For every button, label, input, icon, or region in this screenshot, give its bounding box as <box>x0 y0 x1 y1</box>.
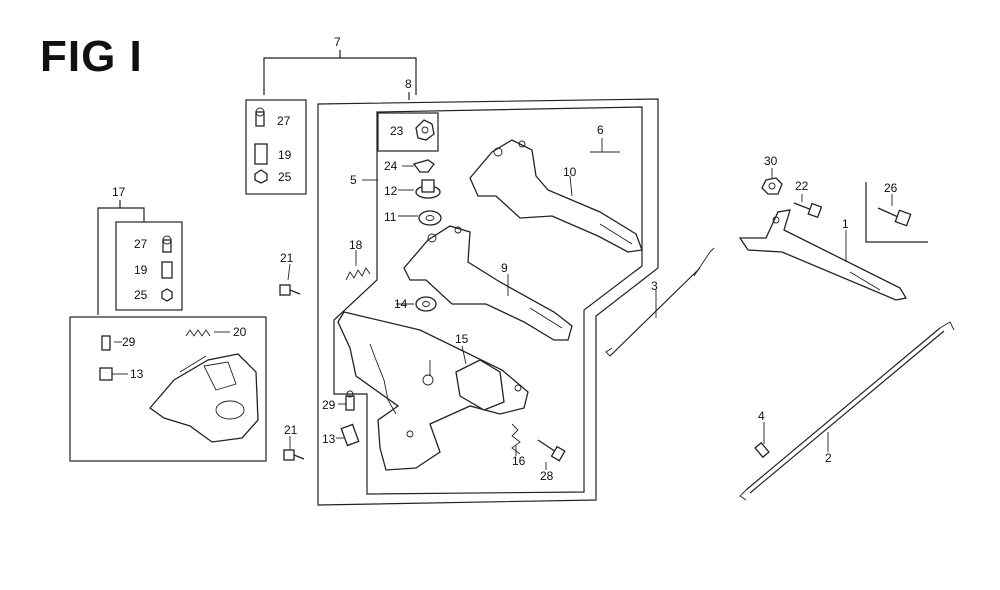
callout-20-sub: 20 <box>233 325 247 339</box>
callout-19-group7: 19 <box>278 148 292 162</box>
part-28-bolt <box>537 439 566 462</box>
callout-29-sub: 29 <box>122 335 136 349</box>
part-15-bracket <box>337 311 529 471</box>
callout-16: 16 <box>512 454 526 468</box>
part-9-lever <box>403 225 573 341</box>
part-19-spacer-group17 <box>161 261 173 279</box>
part-1-arm <box>738 209 908 301</box>
callout-29-main: 29 <box>322 398 336 412</box>
callout-17: 17 <box>112 185 126 199</box>
part-3-rod <box>605 247 715 357</box>
part-13-clip <box>340 423 360 447</box>
callout-7: 7 <box>334 35 341 49</box>
callout-9: 9 <box>501 261 508 275</box>
callout-5: 5 <box>350 173 357 187</box>
callout-2: 2 <box>825 451 832 465</box>
part-18-spring <box>345 267 371 281</box>
part-21-bolt-lower <box>283 449 305 461</box>
callout-1: 1 <box>842 217 849 231</box>
part-4-clip <box>754 441 770 459</box>
callout-22: 22 <box>795 179 809 193</box>
subassembly-plate <box>149 353 259 443</box>
part-14-washer <box>415 296 437 312</box>
part-23-nut <box>415 119 435 141</box>
part-25-nut-group7 <box>254 169 268 184</box>
callout-25-group7: 25 <box>278 170 292 184</box>
group-17-bracket <box>69 200 267 462</box>
callout-21-lower: 21 <box>284 423 298 437</box>
part-29-fitting <box>345 390 355 411</box>
callout-19-group17: 19 <box>134 263 148 277</box>
callout-labels: 7 8 27 19 25 23 24 12 11 5 6 10 9 14 18 … <box>112 35 898 483</box>
leader-lines <box>112 138 893 470</box>
part-24-pin <box>412 159 435 173</box>
callout-21-upper: 21 <box>280 251 294 265</box>
callout-27-group7: 27 <box>277 114 291 128</box>
part-26-bolt <box>877 207 912 227</box>
part-11-washer <box>418 210 442 226</box>
callout-26: 26 <box>884 181 898 195</box>
callout-18: 18 <box>349 238 363 252</box>
part-21-bolt-upper <box>279 284 301 296</box>
part-20-spring-sub <box>185 329 211 337</box>
part-27-screw-group7 <box>255 107 265 127</box>
figure-title: FIG I <box>40 32 143 81</box>
callout-23: 23 <box>390 124 404 138</box>
callout-13-main: 13 <box>322 432 336 446</box>
callout-25-group17: 25 <box>134 288 148 302</box>
group-7-bracket <box>245 50 417 195</box>
part-30-nut <box>761 177 783 195</box>
callout-28: 28 <box>540 469 554 483</box>
part-19-spacer-group7 <box>254 143 268 165</box>
part-10-lever <box>469 139 643 253</box>
callout-15: 15 <box>455 332 469 346</box>
callout-4: 4 <box>758 409 765 423</box>
part-25-nut-group17 <box>161 288 173 302</box>
group-8-frame <box>317 92 659 506</box>
part-22-bolt <box>793 202 823 219</box>
callout-10: 10 <box>563 165 577 179</box>
callout-27-group17: 27 <box>134 237 148 251</box>
callout-14: 14 <box>394 297 408 311</box>
callout-3: 3 <box>651 279 658 293</box>
callout-13-sub: 13 <box>130 367 144 381</box>
part-12-collar <box>415 179 441 199</box>
part-13-clip-sub <box>99 367 113 381</box>
part-27-screw-group17 <box>162 235 172 253</box>
callout-6: 6 <box>597 123 604 137</box>
callout-30: 30 <box>764 154 778 168</box>
callout-12: 12 <box>384 184 398 198</box>
part-29-fitting-sub <box>101 335 111 351</box>
part-2-rod <box>739 321 955 501</box>
part-16-spring <box>511 423 521 455</box>
part-26-box <box>865 182 928 243</box>
callout-8: 8 <box>405 77 412 91</box>
callout-11: 11 <box>384 210 397 224</box>
callout-24: 24 <box>384 159 398 173</box>
